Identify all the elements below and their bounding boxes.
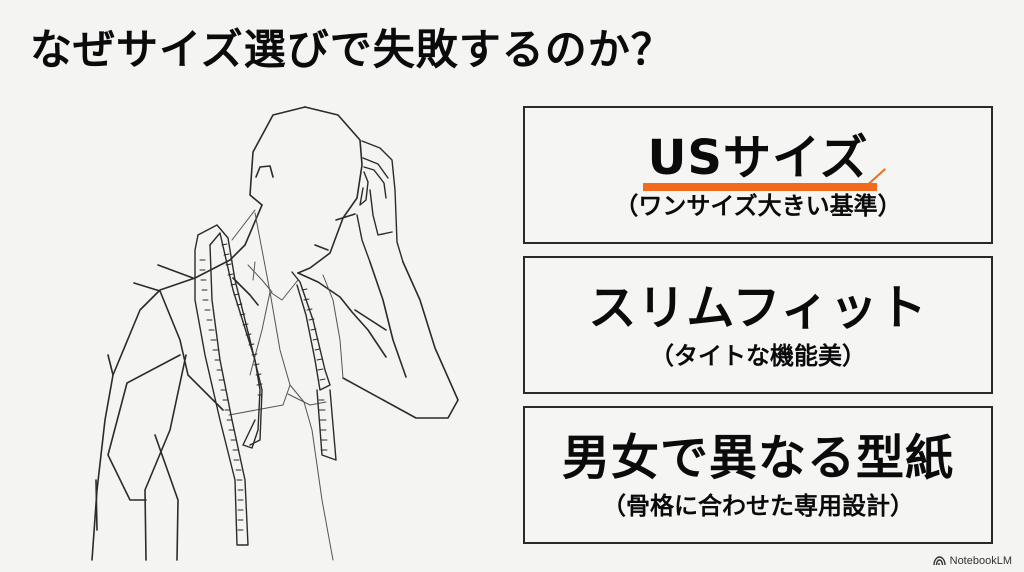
card-title: スリムフィット [588,280,928,336]
torso-outline [91,204,387,561]
card-title: 男女で異なる型紙 [561,430,954,486]
card-us-size: USサイズ （ワンサイズ大きい基準） [523,106,993,244]
tape-measure [194,224,337,546]
hand-outline [356,140,404,263]
slide-title: なぜサイズ選びで失敗するのか？ [30,25,674,74]
card-title: USサイズ [647,130,869,186]
notebooklm-logo-icon [932,556,946,566]
card-slim-fit: スリムフィット （タイトな機能美） [523,256,993,394]
confused-man-illustration [91,106,459,561]
orange-underline-highlight: USサイズ [643,129,886,191]
card-subtitle: （骨格に合わせた専用設計） [602,492,914,520]
head-outline [249,106,363,274]
card-gendered-patterns: 男女で異なる型紙 （骨格に合わせた専用設計） [523,406,993,544]
brand-label: NotebookLM [949,555,1012,567]
card-subtitle: （タイトな機能美） [650,342,866,370]
card-subtitle: （ワンサイズ大きい基準） [614,192,902,220]
notebooklm-watermark: NotebookLM [932,555,1012,567]
chest-lines [228,209,344,561]
raised-arm-outline [342,261,459,419]
